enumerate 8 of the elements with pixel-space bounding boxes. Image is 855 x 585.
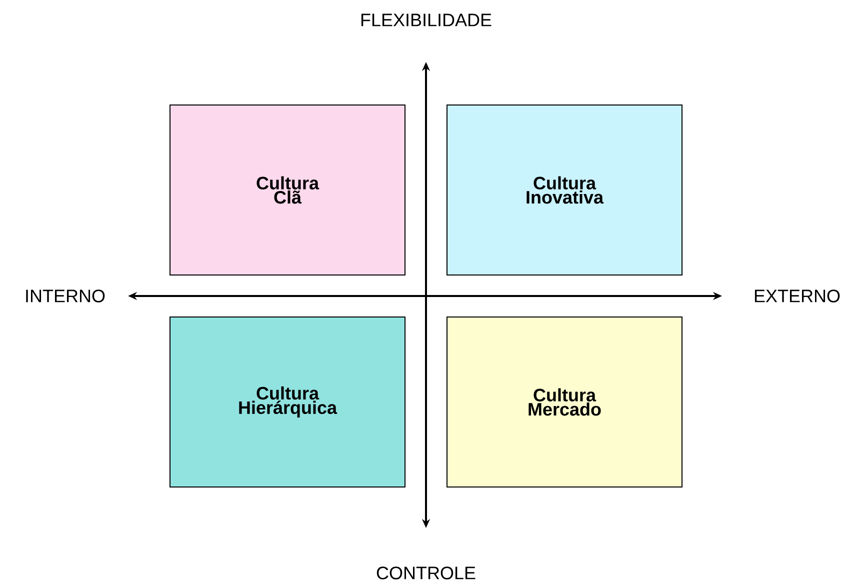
axis-label: FLEXIBILIDADE xyxy=(361,14,492,26)
culture-box: Cultura Mercado xyxy=(446,316,682,488)
axis-label: EXTERNO xyxy=(754,290,840,302)
culture-box: Cultura Hierárquica xyxy=(170,316,406,488)
culture-box: Cultura Clã xyxy=(170,104,406,276)
axis-label: CONTROLE xyxy=(376,566,476,580)
axis-label: INTERNO xyxy=(26,290,105,302)
culture-box: Cultura Inovativa xyxy=(446,104,682,276)
